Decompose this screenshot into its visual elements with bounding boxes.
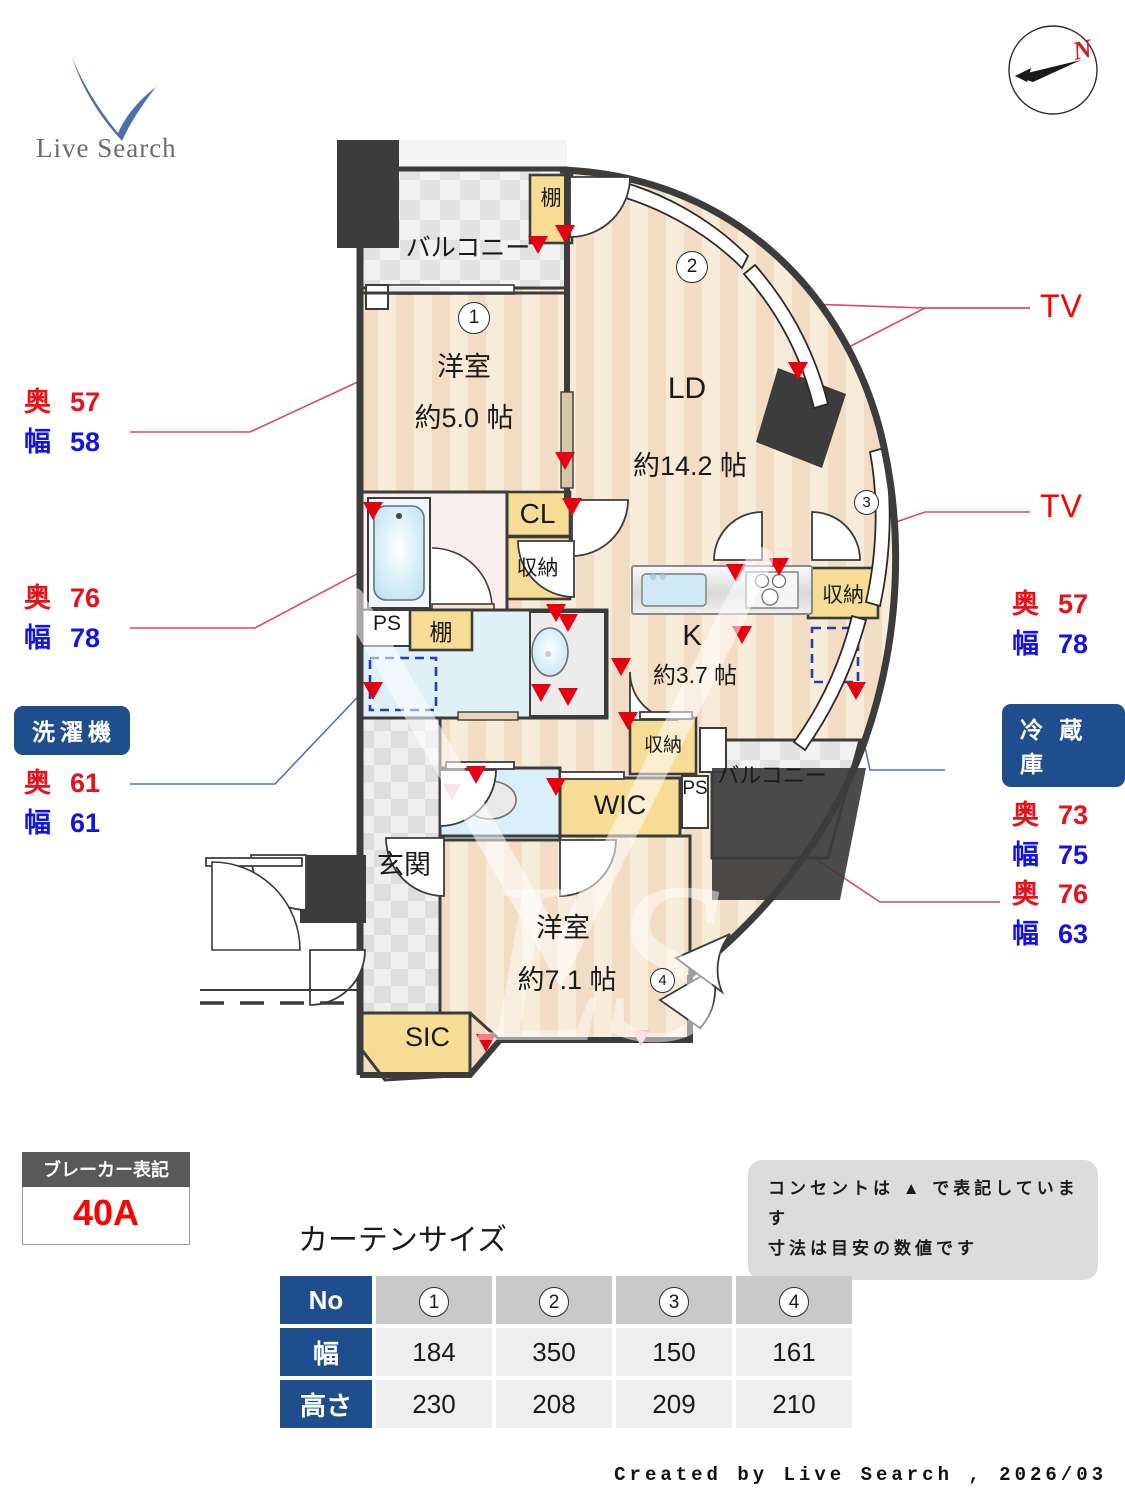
table-cell: 210 (736, 1380, 852, 1428)
width-value: 58 (70, 427, 101, 457)
row-header-height: 高さ (280, 1380, 372, 1428)
room-label-closet-cl: CL (519, 498, 556, 529)
callout-right-1: 奥 57 幅 78 (1012, 584, 1088, 664)
width-value: 75 (1058, 840, 1089, 870)
depth-label: 奥 (1012, 589, 1039, 619)
callout-washer: 洗濯機 奥 61 幅 61 (14, 706, 130, 843)
depth-label: 奥 (1012, 879, 1039, 909)
room-area-kitchen: 約3.7 帖 (652, 662, 738, 688)
depth-label: 奥 (24, 583, 51, 613)
callout-left-2: 奥 76 幅 78 (24, 578, 100, 658)
brand-name: Live Search (36, 133, 177, 163)
depth-value: 57 (1058, 589, 1089, 619)
table-row: 幅 184 350 150 161 (280, 1328, 852, 1376)
room-label-storage-1: 収納 (516, 557, 559, 580)
depth-value: 61 (70, 768, 101, 798)
row-header-no: No (280, 1276, 372, 1324)
room-label-bedroom-south: 洋室 (536, 913, 590, 943)
curtain-marker-2: 2 (676, 251, 708, 283)
room-label-balcony-north: バルコニー (405, 234, 531, 262)
room-label-kitchen: K (682, 620, 702, 652)
legend-note-line1: コンセントは ▲ で表記しています (768, 1179, 1079, 1228)
width-value: 78 (1058, 629, 1089, 659)
table-cell: 209 (616, 1380, 732, 1428)
room-label-entrance: 玄関 (377, 850, 431, 880)
floor-plan-drawing: LS (200, 140, 900, 1090)
table-row: No 1 2 3 4 (280, 1276, 852, 1324)
width-label: 幅 (24, 808, 51, 838)
breaker-title: ブレーカー表記 (22, 1152, 190, 1187)
callout-left-1: 奥 57 幅 58 (24, 382, 100, 462)
callout-right-3: 奥 76 幅 63 (1012, 874, 1088, 954)
curtain-marker-4: 4 (650, 968, 675, 993)
breaker-value: 40A (22, 1187, 190, 1245)
width-label: 幅 (24, 623, 51, 653)
footer-credit: Created by Live Search , 2026/03 (614, 1464, 1107, 1486)
depth-label: 奥 (24, 768, 51, 798)
room-label-bedroom-north: 洋室 (437, 352, 491, 382)
room-area-bedroom-north: 約5.0 帖 (414, 403, 514, 433)
washer-badge: 洗濯機 (14, 706, 130, 755)
depth-value: 76 (1058, 879, 1089, 909)
depth-value: 76 (70, 583, 101, 613)
width-label: 幅 (24, 427, 51, 457)
legend-note-line2: 寸法は目安の数値です (768, 1239, 978, 1258)
row-header-width: 幅 (280, 1328, 372, 1376)
room-label-pipe-shaft-2: PS (682, 778, 708, 799)
depth-label: 奥 (1012, 800, 1039, 830)
fridge-badge: 冷 蔵 庫 (1002, 704, 1125, 787)
table-cell: 3 (616, 1276, 732, 1324)
room-label-shoe-in-closet: SIC (404, 1022, 450, 1052)
room-label-shelf-bath: 棚 (429, 619, 453, 645)
room-label-pipe-shaft-1: PS (372, 612, 401, 635)
depth-label: 奥 (24, 387, 51, 417)
width-value: 61 (70, 808, 101, 838)
callout-tv-2: TV (1040, 488, 1083, 524)
curtain-size-table: No 1 2 3 4 幅 184 350 150 161 高さ 230 208 … (276, 1272, 856, 1432)
table-cell: 350 (496, 1328, 612, 1376)
room-area-living-dining: 約14.2 帖 (632, 451, 748, 481)
curtain-marker-1: 1 (458, 302, 490, 334)
table-cell: 1 (376, 1276, 492, 1324)
table-row: 高さ 230 208 209 210 (280, 1380, 852, 1428)
table-cell: 184 (376, 1328, 492, 1376)
circle-number: 1 (419, 1286, 449, 1317)
callout-tv-1: TV (1040, 288, 1083, 324)
circle-number: 2 (539, 1286, 569, 1317)
callout-fridge: 冷 蔵 庫 奥 73 幅 75 (1002, 704, 1125, 875)
table-cell: 150 (616, 1328, 732, 1376)
room-label-shelf-north: 棚 (540, 187, 562, 210)
table-cell: 208 (496, 1380, 612, 1428)
table-cell: 4 (736, 1276, 852, 1324)
depth-value: 73 (1058, 800, 1089, 830)
table-cell: 2 (496, 1276, 612, 1324)
curtain-marker-3: 3 (854, 490, 879, 515)
breaker-box: ブレーカー表記 40A (22, 1152, 190, 1245)
brand-logo: Live Search (30, 45, 260, 175)
room-label-storage-3: 収納 (643, 735, 682, 756)
table-cell: 230 (376, 1380, 492, 1428)
compass-icon: N (1003, 20, 1103, 120)
width-value: 78 (70, 623, 101, 653)
room-area-bedroom-south: 約7.1 帖 (517, 965, 617, 995)
width-label: 幅 (1012, 919, 1039, 949)
room-label-balcony-south: バルコニー (717, 763, 827, 788)
table-cell: 161 (736, 1328, 852, 1376)
room-label-storage-2: 収納 (822, 584, 864, 607)
circle-number: 4 (779, 1286, 809, 1317)
room-label-walk-in-closet: WIC (593, 790, 647, 820)
room-label-living-dining: LD (667, 372, 707, 405)
curtain-table-title: カーテンサイズ (297, 1224, 508, 1257)
legend-note: コンセントは ▲ で表記しています 寸法は目安の数値です (748, 1160, 1098, 1280)
svg-text:LS: LS (477, 835, 723, 1090)
width-label: 幅 (1012, 840, 1039, 870)
circle-number: 3 (659, 1286, 689, 1317)
depth-value: 57 (70, 387, 101, 417)
width-label: 幅 (1012, 629, 1039, 659)
width-value: 63 (1058, 919, 1089, 949)
